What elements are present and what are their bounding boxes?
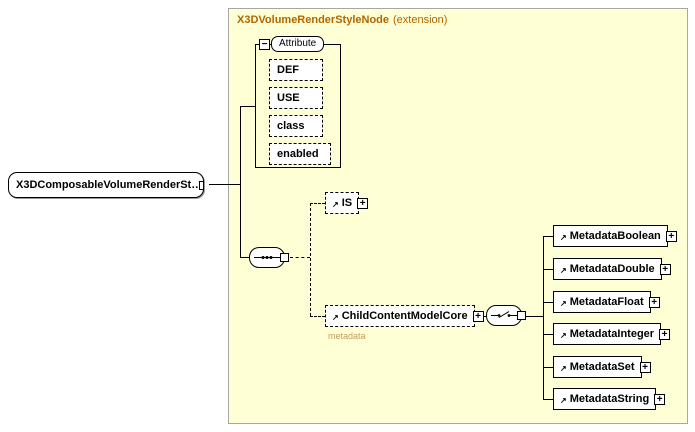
element-metadata-float[interactable]: ↗ MetadataFloat + (553, 291, 660, 313)
attribute-label: class (277, 120, 305, 132)
ref-arrow-icon: ↗ (560, 363, 567, 373)
attribute-label: USE (277, 92, 300, 104)
connector-line (209, 184, 240, 185)
expand-button[interactable]: + (357, 197, 369, 209)
attribute-def[interactable]: DEF (269, 59, 323, 81)
element-metadata-string[interactable]: ↗ MetadataString + (553, 388, 666, 410)
expand-handle[interactable] (280, 253, 289, 262)
connector-line (543, 269, 553, 270)
connector-line-optional (290, 257, 310, 258)
element-label: MetadataSet (569, 361, 635, 373)
connector-line-optional (310, 203, 325, 204)
connector-line (543, 399, 553, 400)
ref-arrow-icon: ↗ (560, 395, 567, 405)
connector-line (240, 106, 241, 258)
element-metadata-double[interactable]: ↗ MetadataDouble + (553, 258, 671, 280)
sequence-connector (249, 247, 289, 268)
connector-line (543, 302, 553, 303)
element-childcontentmodelcore[interactable]: ↗ ChildContentModelCore + (325, 305, 484, 327)
element-metadata-integer[interactable]: ↗ MetadataInteger + (553, 323, 671, 345)
choice-icon (491, 311, 517, 318)
ref-arrow-icon: ↗ (560, 265, 567, 275)
element-x3dcomposablevolumerenderstylenode[interactable]: X3DComposableVolumeRenderSt… (8, 172, 204, 198)
expand-handle[interactable] (199, 180, 203, 190)
collapse-button[interactable]: − (259, 38, 270, 50)
element-is[interactable]: ↗ IS + (325, 192, 369, 214)
expand-button[interactable]: + (639, 361, 651, 373)
ref-arrow-icon: ↗ (560, 232, 567, 242)
connector-line (240, 257, 249, 258)
element-label: MetadataString (569, 393, 650, 405)
connector-line (543, 236, 553, 237)
attribute-group: − Attribute DEF USE class enabled (255, 36, 341, 168)
extension-base-type: X3DVolumeRenderStyleNode (237, 14, 390, 26)
element-label: X3DComposableVolumeRenderSt… (16, 179, 203, 191)
attribute-use[interactable]: USE (269, 87, 323, 109)
connector-line (240, 106, 255, 107)
attribute-label: DEF (277, 64, 299, 76)
attribute-class[interactable]: class (269, 115, 323, 137)
connector-line-optional (310, 203, 311, 316)
element-label: IS (341, 197, 353, 209)
sequence-icon (254, 256, 280, 259)
ref-arrow-icon: ↗ (332, 199, 339, 209)
metadata-annotation: metadata (328, 331, 366, 341)
ref-arrow-icon: ↗ (332, 312, 339, 322)
expand-button[interactable]: + (665, 230, 677, 242)
expand-button[interactable]: + (472, 310, 484, 322)
element-label: MetadataInteger (569, 328, 655, 340)
connector-line (543, 367, 553, 368)
attribute-enabled[interactable]: enabled (269, 143, 331, 165)
connector-line-optional (310, 316, 325, 317)
attribute-group-header: − Attribute (259, 36, 325, 52)
attribute-group-label: Attribute (271, 36, 325, 52)
expand-button[interactable]: + (654, 393, 666, 405)
connector-line (526, 316, 543, 317)
element-metadata-boolean[interactable]: ↗ MetadataBoolean + (553, 225, 677, 247)
connector-line (543, 334, 553, 335)
expand-button[interactable]: + (648, 296, 660, 308)
element-label: MetadataFloat (569, 296, 644, 308)
connector-line (543, 236, 544, 399)
ref-arrow-icon: ↗ (560, 298, 567, 308)
expand-handle[interactable] (517, 311, 526, 320)
expand-button[interactable]: + (659, 328, 671, 340)
expand-button[interactable]: + (659, 263, 671, 275)
ref-arrow-icon: ↗ (560, 330, 567, 340)
extension-title: X3DVolumeRenderStyleNode(extension) (237, 14, 447, 26)
element-label: ChildContentModelCore (341, 310, 468, 322)
element-label: MetadataBoolean (569, 230, 661, 242)
element-label: MetadataDouble (569, 263, 655, 275)
attribute-label: enabled (277, 148, 319, 160)
element-metadata-set[interactable]: ↗ MetadataSet + (553, 356, 651, 378)
choice-connector (486, 305, 526, 326)
extension-suffix: (extension) (393, 14, 448, 26)
